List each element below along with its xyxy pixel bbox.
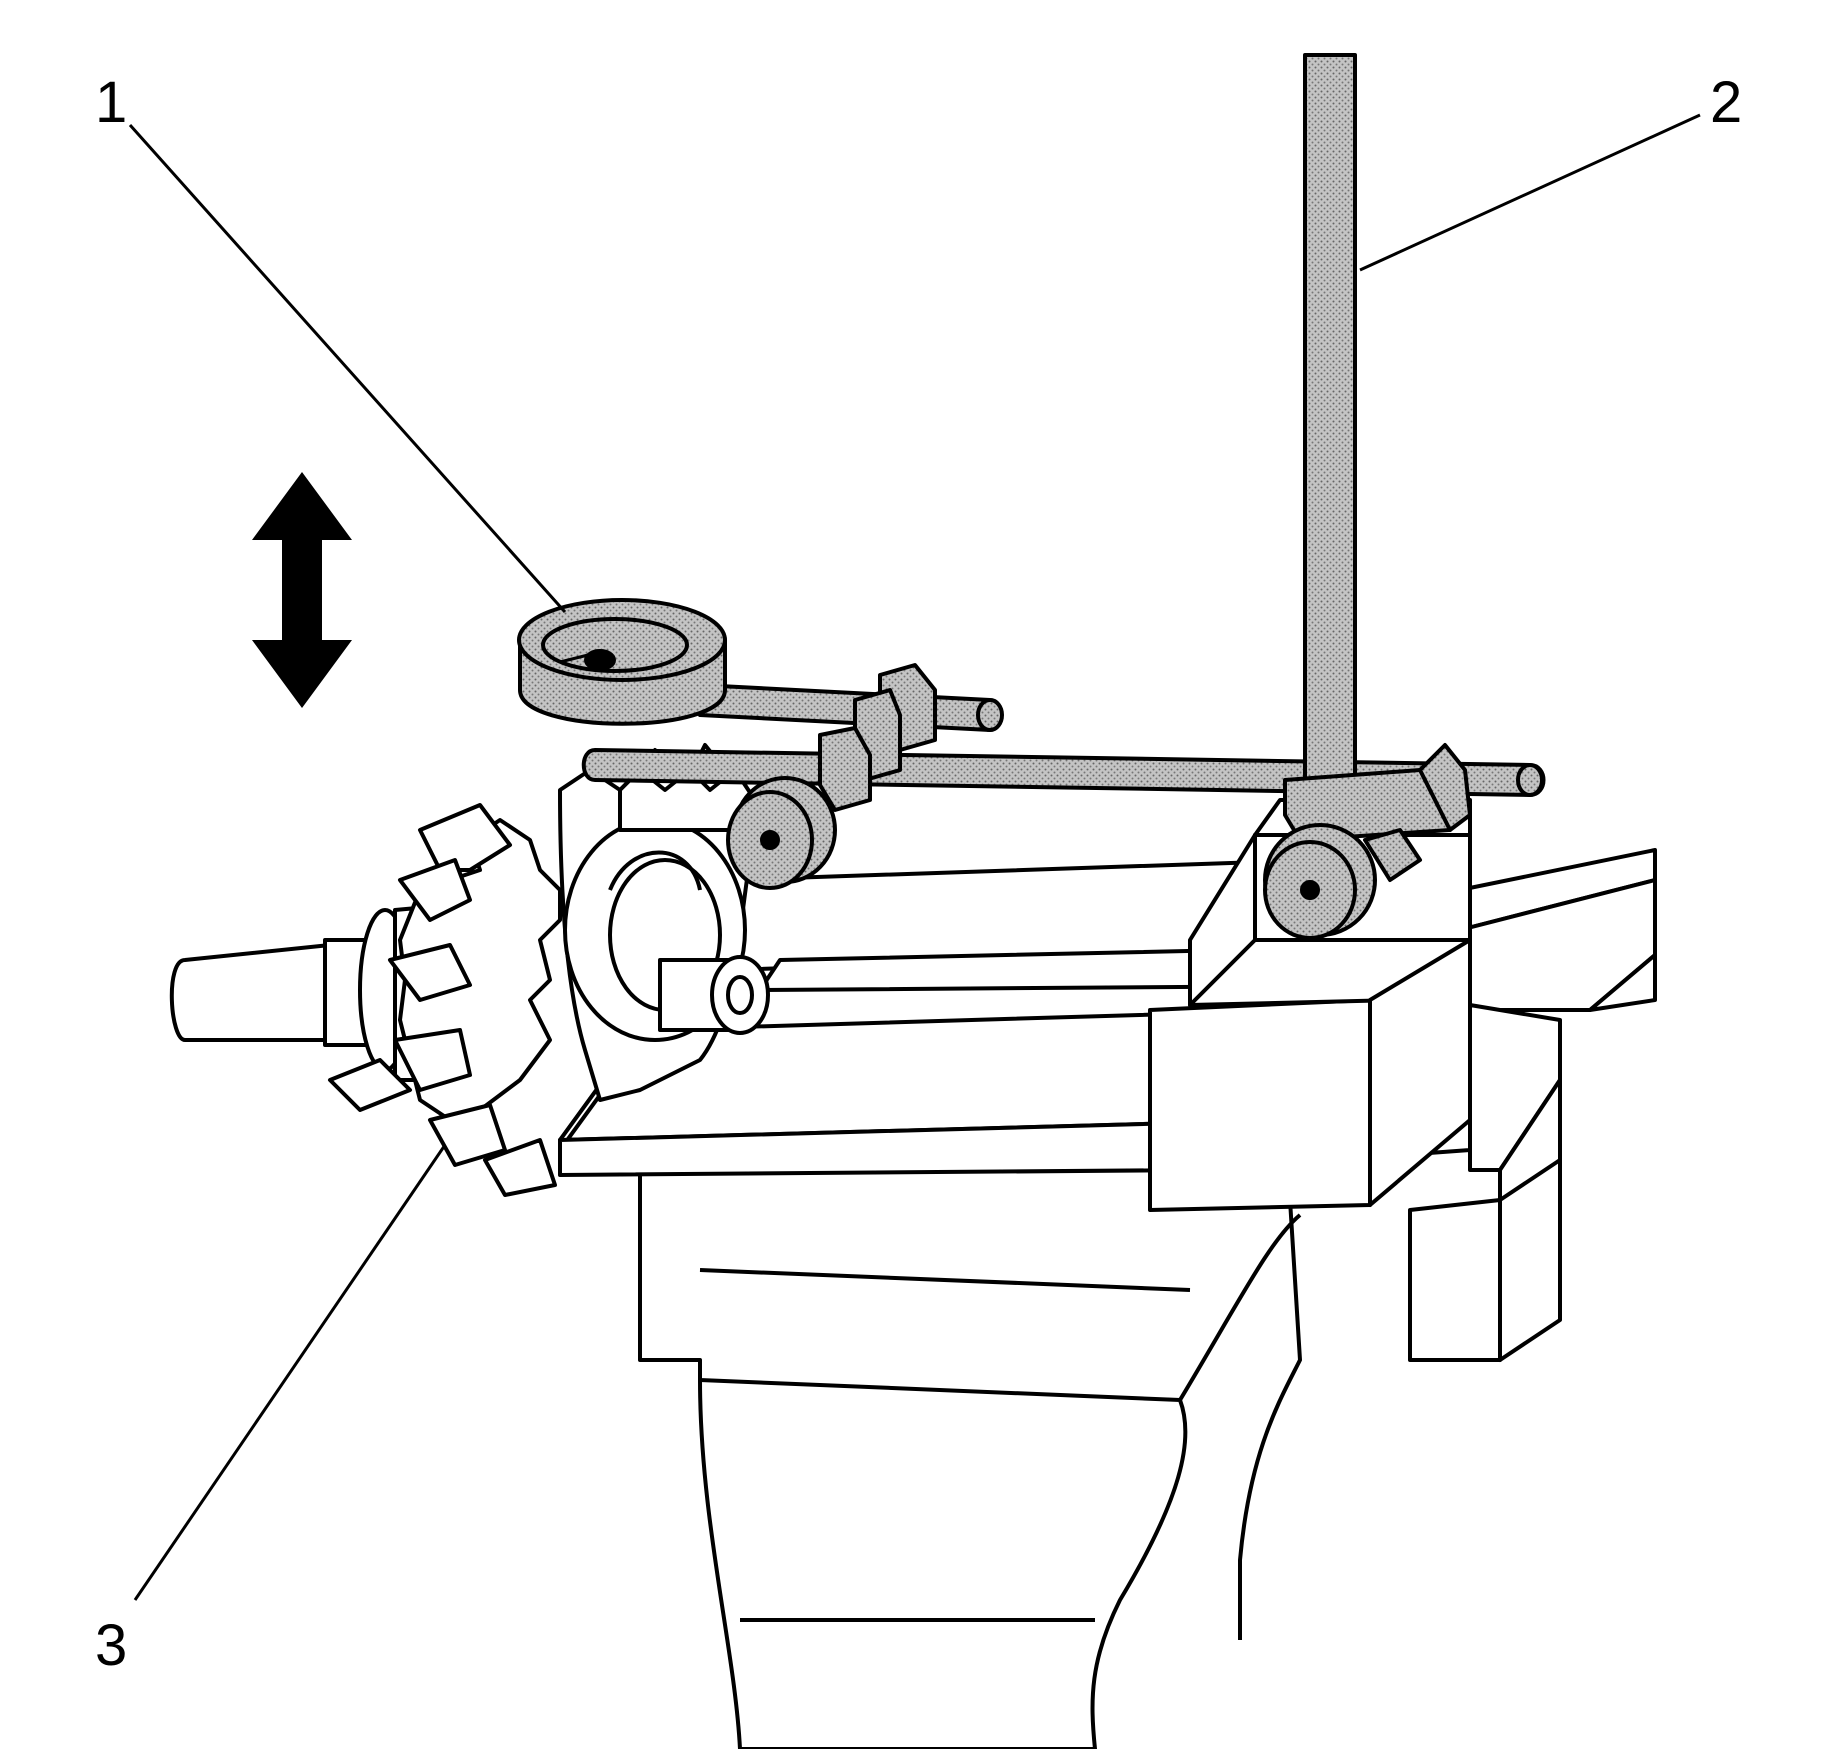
callout-labels: 1 2 3 <box>95 70 1742 1678</box>
leader-line-2 <box>1359 113 1701 272</box>
leader-line-1 <box>128 124 567 613</box>
gear-shaft-assembly <box>169 743 770 1197</box>
leader-line-3 <box>133 1144 447 1601</box>
double-headed-vertical-arrow-icon <box>252 472 352 708</box>
callout-3: 3 <box>95 1613 127 1678</box>
callout-2: 2 <box>1710 70 1742 135</box>
indicator-arms <box>517 53 1546 940</box>
leader-lines <box>128 113 1701 1601</box>
callout-1: 1 <box>95 70 127 135</box>
